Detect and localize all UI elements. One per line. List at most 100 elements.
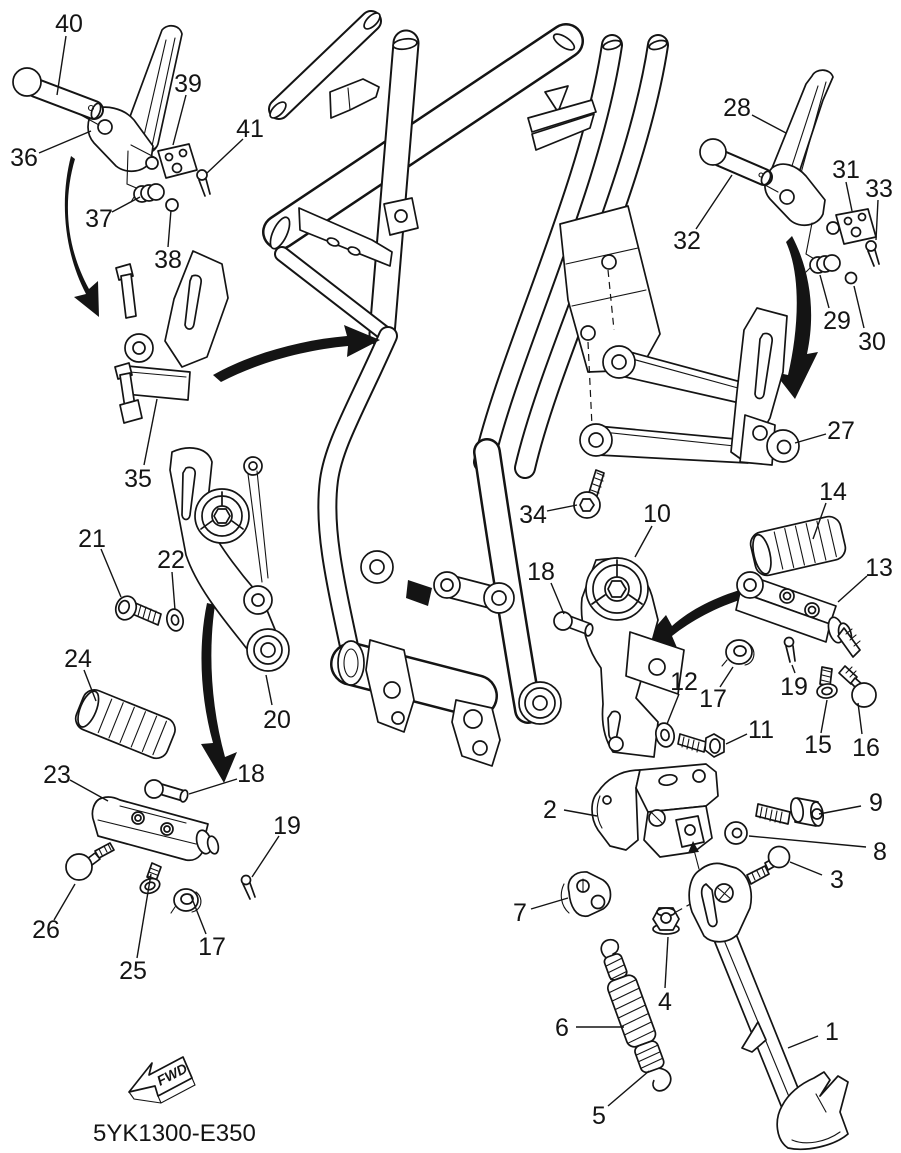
callout-14: 14 — [812, 478, 847, 540]
callout-40: 40 — [55, 10, 83, 96]
svg-text:38: 38 — [154, 246, 182, 274]
part-15-bolt — [816, 666, 838, 699]
part-18-pin-left — [144, 779, 189, 803]
callout-2: 2 — [543, 796, 598, 824]
svg-text:13: 13 — [865, 554, 893, 582]
svg-text:37: 37 — [85, 205, 113, 233]
part-12-washer — [654, 722, 676, 748]
svg-text:15: 15 — [804, 731, 832, 759]
svg-text:3: 3 — [830, 866, 844, 894]
svg-text:19: 19 — [273, 812, 301, 840]
callout-33: 33 — [865, 175, 893, 241]
callout-37: 37 — [85, 196, 141, 233]
part-32-pin — [699, 138, 773, 186]
part-13-footrest-rear-right — [735, 571, 861, 658]
svg-text:41: 41 — [236, 115, 264, 143]
assembly-arrows — [64, 156, 818, 783]
svg-text:16: 16 — [852, 734, 880, 762]
arrow-top-left — [64, 156, 99, 317]
part-24-pad — [74, 689, 176, 760]
arrow-top-right — [774, 236, 818, 399]
part-29-spring — [805, 254, 841, 274]
arrow-bottom-left — [201, 603, 237, 783]
callout-19: 19 — [780, 664, 808, 701]
part-36-footrest-front-left — [78, 24, 183, 191]
callout-1: 1 — [787, 1018, 839, 1049]
svg-text:26: 26 — [32, 916, 60, 944]
svg-text:17: 17 — [699, 685, 727, 713]
part-34-bolt — [573, 469, 605, 519]
svg-text:35: 35 — [124, 465, 152, 493]
callout-16: 16 — [852, 702, 880, 762]
svg-text:34: 34 — [519, 501, 547, 529]
part-1-side-stand — [688, 862, 849, 1151]
part-30-ball — [844, 271, 858, 285]
svg-text:10: 10 — [643, 500, 671, 528]
part-35-bracket-front-left — [114, 250, 229, 424]
fwd-marker: FWD — [128, 1056, 196, 1104]
callout-23: 23 — [43, 761, 109, 802]
callout-34: 34 — [519, 501, 578, 529]
svg-text:1: 1 — [825, 1018, 839, 1046]
svg-text:40: 40 — [55, 10, 83, 38]
svg-text:9: 9 — [869, 789, 883, 817]
callout-13: 13 — [837, 554, 893, 603]
svg-text:28: 28 — [723, 94, 751, 122]
callout-30: 30 — [853, 285, 886, 356]
callout-9: 9 — [818, 789, 883, 817]
svg-text:30: 30 — [858, 328, 886, 356]
part-19-cotter-left — [240, 874, 256, 900]
callout-36: 36 — [10, 130, 92, 172]
part-26-ball-joint-bolt — [65, 842, 115, 881]
part-7-plate — [560, 871, 612, 917]
motorcycle-frame — [262, 10, 669, 767]
callout-26: 26 — [32, 883, 76, 944]
svg-text:36: 36 — [10, 144, 38, 172]
svg-text:21: 21 — [78, 525, 106, 553]
part-20-link — [169, 447, 290, 672]
svg-text:39: 39 — [174, 70, 202, 98]
part-39-plate — [145, 143, 198, 179]
svg-text:7: 7 — [513, 899, 527, 927]
part-14-pad — [749, 515, 847, 577]
callout-19: 19 — [251, 812, 301, 878]
part-33-cotter-pin — [865, 240, 880, 267]
callout-11: 11 — [725, 716, 774, 745]
svg-text:18: 18 — [237, 760, 265, 788]
part-3-bolt — [746, 845, 791, 885]
part-5-spring-hook — [652, 1067, 672, 1092]
callout-18: 18 — [188, 760, 265, 795]
callout-24: 24 — [64, 645, 97, 702]
callout-12: 12 — [666, 668, 698, 725]
part-17-spring-right — [721, 639, 755, 667]
callout-35: 35 — [124, 398, 158, 493]
svg-text:23: 23 — [43, 761, 71, 789]
part-41-cotter-pin — [196, 169, 211, 197]
callout-41: 41 — [206, 115, 264, 174]
callout-27: 27 — [794, 417, 855, 445]
callout-15: 15 — [804, 699, 832, 759]
callout-20: 20 — [263, 674, 291, 734]
callout-5: 5 — [592, 1070, 650, 1130]
svg-text:11: 11 — [748, 716, 774, 744]
part-2-stand-bracket — [591, 763, 719, 870]
part-18-pin-right — [553, 611, 594, 637]
svg-text:25: 25 — [119, 957, 147, 985]
callout-7: 7 — [513, 897, 569, 927]
arrow-center-right — [645, 589, 746, 650]
svg-text:2: 2 — [543, 796, 557, 824]
part-19-cotter-right — [783, 636, 796, 663]
part-38-ball — [165, 198, 179, 212]
svg-text:8: 8 — [873, 838, 887, 866]
svg-text:17: 17 — [198, 933, 226, 961]
part-6-spring — [600, 938, 672, 1092]
svg-text:4: 4 — [658, 988, 672, 1016]
part-17-spring-left — [170, 888, 202, 914]
part-4-nut — [652, 901, 695, 935]
part-27-bracket-front-right — [579, 307, 800, 466]
callout-22: 22 — [157, 546, 185, 611]
part-11-bolt — [677, 733, 725, 758]
part-40-pin — [12, 67, 104, 120]
